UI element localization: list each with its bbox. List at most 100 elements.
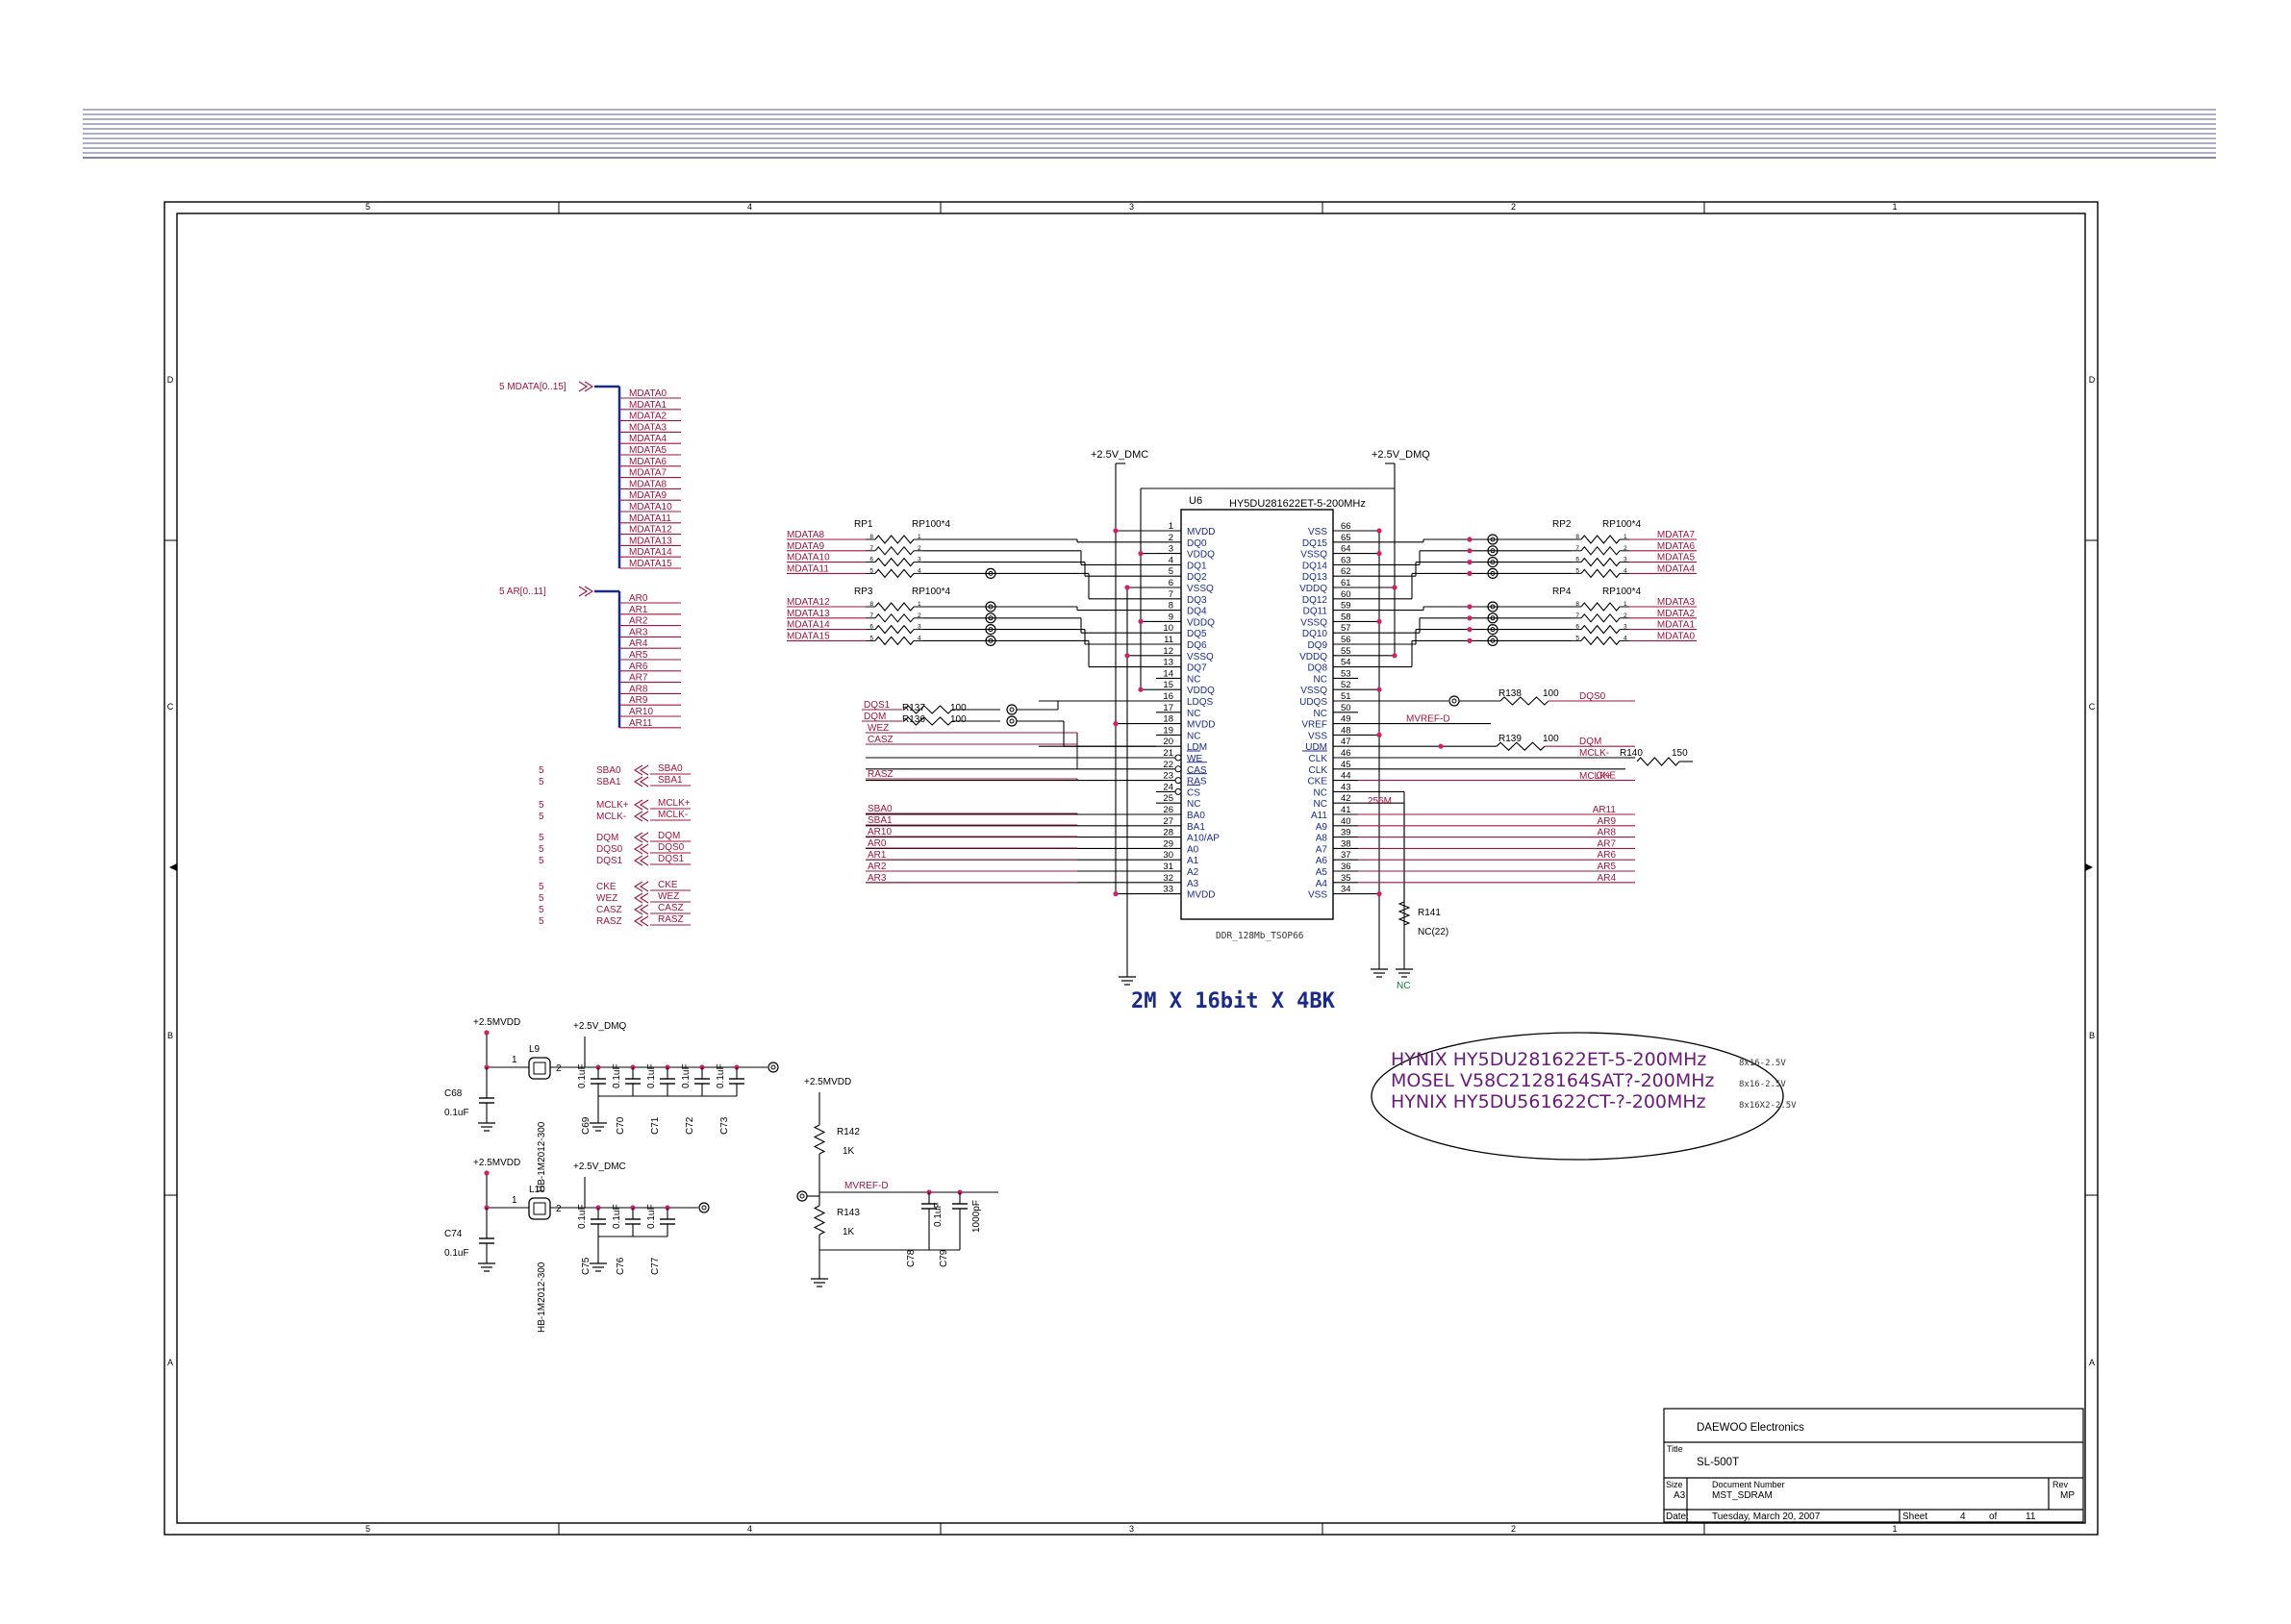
test-point	[1487, 556, 1498, 568]
rp-value: RP100*4	[1602, 519, 1641, 530]
rp-pin-l: 6	[1575, 557, 1579, 563]
pin-name-right: CLK	[1309, 765, 1328, 776]
test-point	[1487, 635, 1498, 647]
test-point	[1487, 612, 1498, 624]
offpage-name: MCLK-	[596, 812, 626, 822]
test-point	[1487, 534, 1498, 545]
col-mark-top: 3	[1129, 202, 1134, 212]
pin-number-left: 24	[1163, 782, 1173, 792]
pin-number-right: 39	[1341, 828, 1351, 838]
c78-ref: C78	[906, 1249, 917, 1267]
pin-number-right: 51	[1341, 691, 1351, 702]
title-block-text: DAEWOO Electronics Title SL-500T Size A3…	[1666, 1422, 2075, 1522]
junction-dot	[1392, 585, 1397, 590]
offpage-arrow	[633, 843, 649, 855]
test-point-inner	[988, 604, 994, 610]
pin-number-left: 2	[1169, 533, 1173, 543]
pin-name-right: DQ10	[1302, 629, 1328, 639]
offpage-arrow	[633, 892, 649, 904]
pin-number-left: 3	[1169, 544, 1173, 555]
junction-dot	[1392, 653, 1397, 659]
pin-name-right: VDDQ	[1299, 652, 1327, 662]
data-net-label: MDATA6	[1657, 541, 1696, 552]
filter-dmc-cap-ref: C76	[616, 1257, 626, 1275]
pin-name-left: DQ5	[1187, 629, 1207, 639]
mdata-line-label: MDATA10	[629, 502, 672, 512]
r138-value: 100	[1543, 688, 1559, 699]
rp-element	[874, 624, 915, 635]
rp-pin-l: 6	[869, 557, 873, 563]
pin-name-left: NC	[1187, 799, 1200, 810]
tb-date: Tuesday, March 20, 2007	[1712, 1512, 1821, 1522]
test-point	[1487, 601, 1498, 612]
right-nets: AR4AR5AR6AR7AR8AR9AR11CKEMDATA0MDATA1MDA…	[1358, 530, 1697, 884]
pin-name-right: DQ15	[1302, 538, 1328, 549]
junction-dot	[1113, 891, 1119, 897]
pin-number-right: 50	[1341, 703, 1351, 713]
offpage-arrow	[633, 832, 649, 843]
data-net-label: MDATA0	[1657, 631, 1696, 641]
pin-number-left: 16	[1163, 691, 1173, 702]
mdata-line-label: MDATA3	[629, 422, 667, 433]
ic-part: HY5DU281622ET-5-200MHz	[1229, 498, 1366, 510]
test-point-inner	[988, 570, 994, 576]
pin-name-left: DQ7	[1187, 663, 1207, 674]
pin-number-left: 28	[1163, 828, 1173, 838]
tb-size: A3	[1674, 1490, 1686, 1501]
pin-number-right: 63	[1341, 555, 1351, 565]
ar-line-label: AR3	[629, 627, 648, 637]
pin-name-right: DQ9	[1307, 640, 1327, 651]
test-point-inner	[988, 627, 994, 633]
test-point-inner	[1490, 548, 1496, 554]
test-point-inner	[1490, 560, 1496, 565]
pin-number-right: 56	[1341, 635, 1351, 645]
title-block	[1663, 1408, 2084, 1523]
vref-vin: +2.5MVDD	[804, 1077, 851, 1087]
filter-dmq-cin-ref: C68	[444, 1088, 463, 1099]
row-mark-right: A	[2089, 1358, 2095, 1367]
offpage-name: DQS0	[596, 844, 623, 855]
pin-name-right: VSSQ	[1300, 686, 1327, 696]
rp-ref: RP3	[854, 587, 873, 597]
data-net-label: MDATA8	[787, 530, 825, 540]
ctrl-net-label: CASZ	[868, 735, 894, 745]
rp-value: RP100*4	[912, 519, 950, 530]
data-net-label: MDATA4	[1657, 563, 1696, 574]
r141	[1397, 901, 1411, 926]
offpage-page: 5	[539, 777, 544, 787]
junction-dot	[1467, 570, 1473, 577]
frame-arrow-right	[2085, 863, 2093, 871]
dq-ctrl-label: DQM	[864, 712, 886, 722]
pin-name-right: DQ13	[1302, 572, 1328, 583]
mdata-line-label: MDATA6	[629, 457, 667, 467]
pin-name-right: A9	[1316, 822, 1328, 833]
rp-pin-r: 2	[918, 545, 921, 552]
series-resistor	[903, 705, 953, 714]
note-256m: 256M	[1368, 796, 1392, 807]
pin-number-left: 32	[1163, 873, 1173, 884]
pin-number-left: 19	[1163, 725, 1173, 736]
c79-ref: C79	[939, 1249, 949, 1267]
r143-value: 1K	[843, 1227, 855, 1237]
pin-name-left: DQ4	[1187, 607, 1207, 617]
rp-pin-r: 1	[918, 601, 921, 608]
part-note-org: 8x16X2-2.5V	[1739, 1101, 1797, 1111]
header-rules	[83, 109, 2216, 159]
pin-name-right: UDQS	[1299, 697, 1327, 708]
pin-number-right: 58	[1341, 612, 1351, 622]
u6-ic: U6 HY5DU281622ET-5-200MHz DDR_128Mb_TSOP…	[1091, 449, 1430, 941]
junction-dot	[1467, 560, 1473, 565]
offpage-page: 5	[539, 882, 544, 892]
rp-pin-r: 4	[918, 635, 921, 641]
pin-number-right: 38	[1341, 838, 1351, 849]
rp-pin-l: 5	[869, 635, 873, 641]
r141-ref: R141	[1418, 908, 1441, 918]
row-mark-right: D	[2089, 375, 2096, 385]
rp-pin-r: 1	[1624, 601, 1627, 608]
pin-inversion-bubble	[1174, 787, 1182, 795]
test-point-inner	[1490, 537, 1496, 542]
offpage-name: WEZ	[596, 893, 617, 904]
mdata-line-label: MDATA4	[629, 434, 667, 444]
